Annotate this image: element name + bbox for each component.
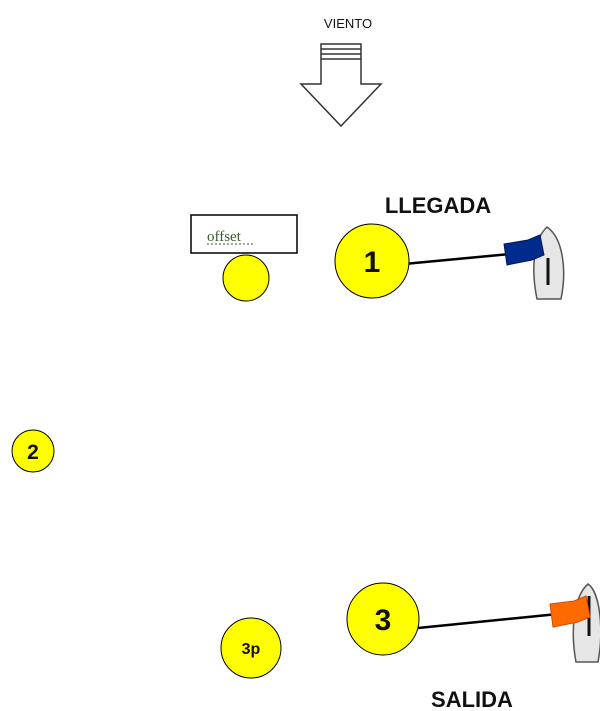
wind-indicator: VIENTO xyxy=(299,16,383,128)
offset-box: offset xyxy=(190,214,298,254)
mark-2-label: 2 xyxy=(27,441,39,464)
mark-2: 2 xyxy=(11,429,55,473)
mark-1: 1 xyxy=(334,223,410,299)
offset-mark xyxy=(222,254,270,302)
mark-1-label: 1 xyxy=(364,246,381,279)
wind-arrow-icon xyxy=(299,43,383,128)
start-committee-boat-icon xyxy=(572,583,600,663)
offset-label: offset xyxy=(207,229,242,245)
start-flag-icon xyxy=(549,595,591,628)
start-label: SALIDA xyxy=(431,687,513,711)
finish-label: LLEGADA xyxy=(385,193,491,218)
mark-3p-label: 3p xyxy=(242,641,261,658)
start-line xyxy=(417,612,559,630)
finish-flag-icon xyxy=(503,234,545,266)
finish-line xyxy=(403,252,511,266)
wind-label: VIENTO xyxy=(324,16,372,31)
mark-3-label: 3 xyxy=(375,604,392,637)
mark-3p: 3p xyxy=(220,617,282,679)
mark-3: 3 xyxy=(346,582,420,656)
